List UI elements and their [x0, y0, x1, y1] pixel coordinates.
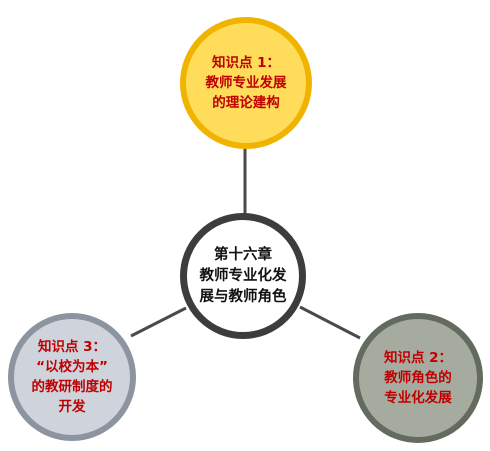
- knowledge-point-1-line-1: 知识点 1：: [211, 55, 281, 71]
- center-topic-line-3: 展与教师角色: [199, 288, 287, 305]
- center-topic-line-2: 教师专业化发: [199, 267, 287, 284]
- knowledge-point-3-line-4: 开发: [58, 399, 86, 415]
- knowledge-point-3-line-1: 知识点 3：: [37, 339, 107, 355]
- knowledge-point-1-text: 知识点 1： 教师专业发展 的理论建构: [206, 53, 287, 113]
- knowledge-point-3-line-3: 的教研制度的: [31, 379, 113, 395]
- knowledge-point-3-line-2: “以校为本”: [36, 359, 108, 375]
- connector-center-to-point-3: [130, 306, 187, 338]
- knowledge-point-3-node: 知识点 3： “以校为本” 的教研制度的 开发: [8, 313, 136, 441]
- knowledge-point-2-node: 知识点 2： 教师角色的 专业化发展: [353, 313, 483, 443]
- knowledge-point-2-line-3: 专业化发展: [384, 390, 452, 406]
- center-topic-node: 第十六章 教师专业化发 展与教师角色: [180, 213, 306, 339]
- knowledge-point-2-line-2: 教师角色的: [384, 370, 452, 386]
- knowledge-point-1-line-2: 教师专业发展: [205, 75, 287, 91]
- connector-center-to-point-2: [299, 305, 361, 340]
- knowledge-point-3-text: 知识点 3： “以校为本” 的教研制度的 开发: [32, 337, 113, 417]
- center-topic-line-1: 第十六章: [214, 246, 272, 263]
- knowledge-point-1-node: 知识点 1： 教师专业发展 的理论建构: [180, 17, 312, 149]
- knowledge-point-1-line-3: 的理论建构: [212, 95, 280, 111]
- center-topic-text: 第十六章 教师专业化发 展与教师角色: [200, 245, 287, 308]
- knowledge-point-2-line-1: 知识点 2：: [383, 350, 453, 366]
- knowledge-point-2-text: 知识点 2： 教师角色的 专业化发展: [384, 348, 452, 408]
